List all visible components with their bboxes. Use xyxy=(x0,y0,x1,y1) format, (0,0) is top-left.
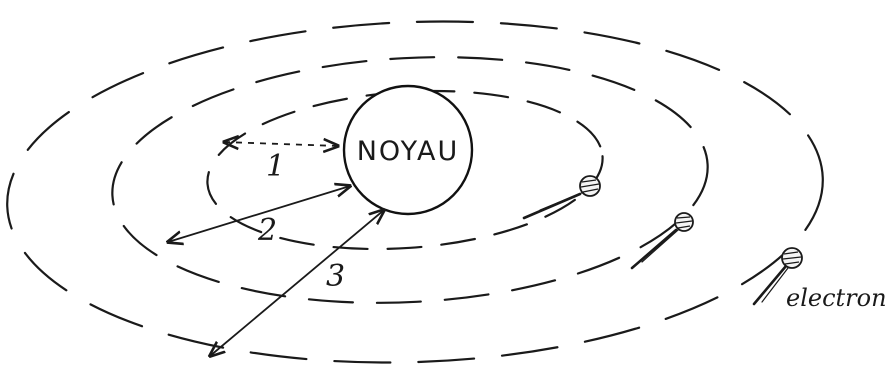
distance-arrow-1 xyxy=(224,142,338,146)
orbit-label-1: 1 xyxy=(266,149,285,184)
orbit-label-2: 2 xyxy=(257,213,277,248)
electron-2 xyxy=(632,213,693,268)
orbit-label-3: 3 xyxy=(326,259,345,294)
electron-1 xyxy=(524,176,600,218)
nucleus-label: NOYAU xyxy=(357,136,460,167)
electron-label: electron xyxy=(786,284,887,312)
distance-arrow-3 xyxy=(210,210,384,356)
